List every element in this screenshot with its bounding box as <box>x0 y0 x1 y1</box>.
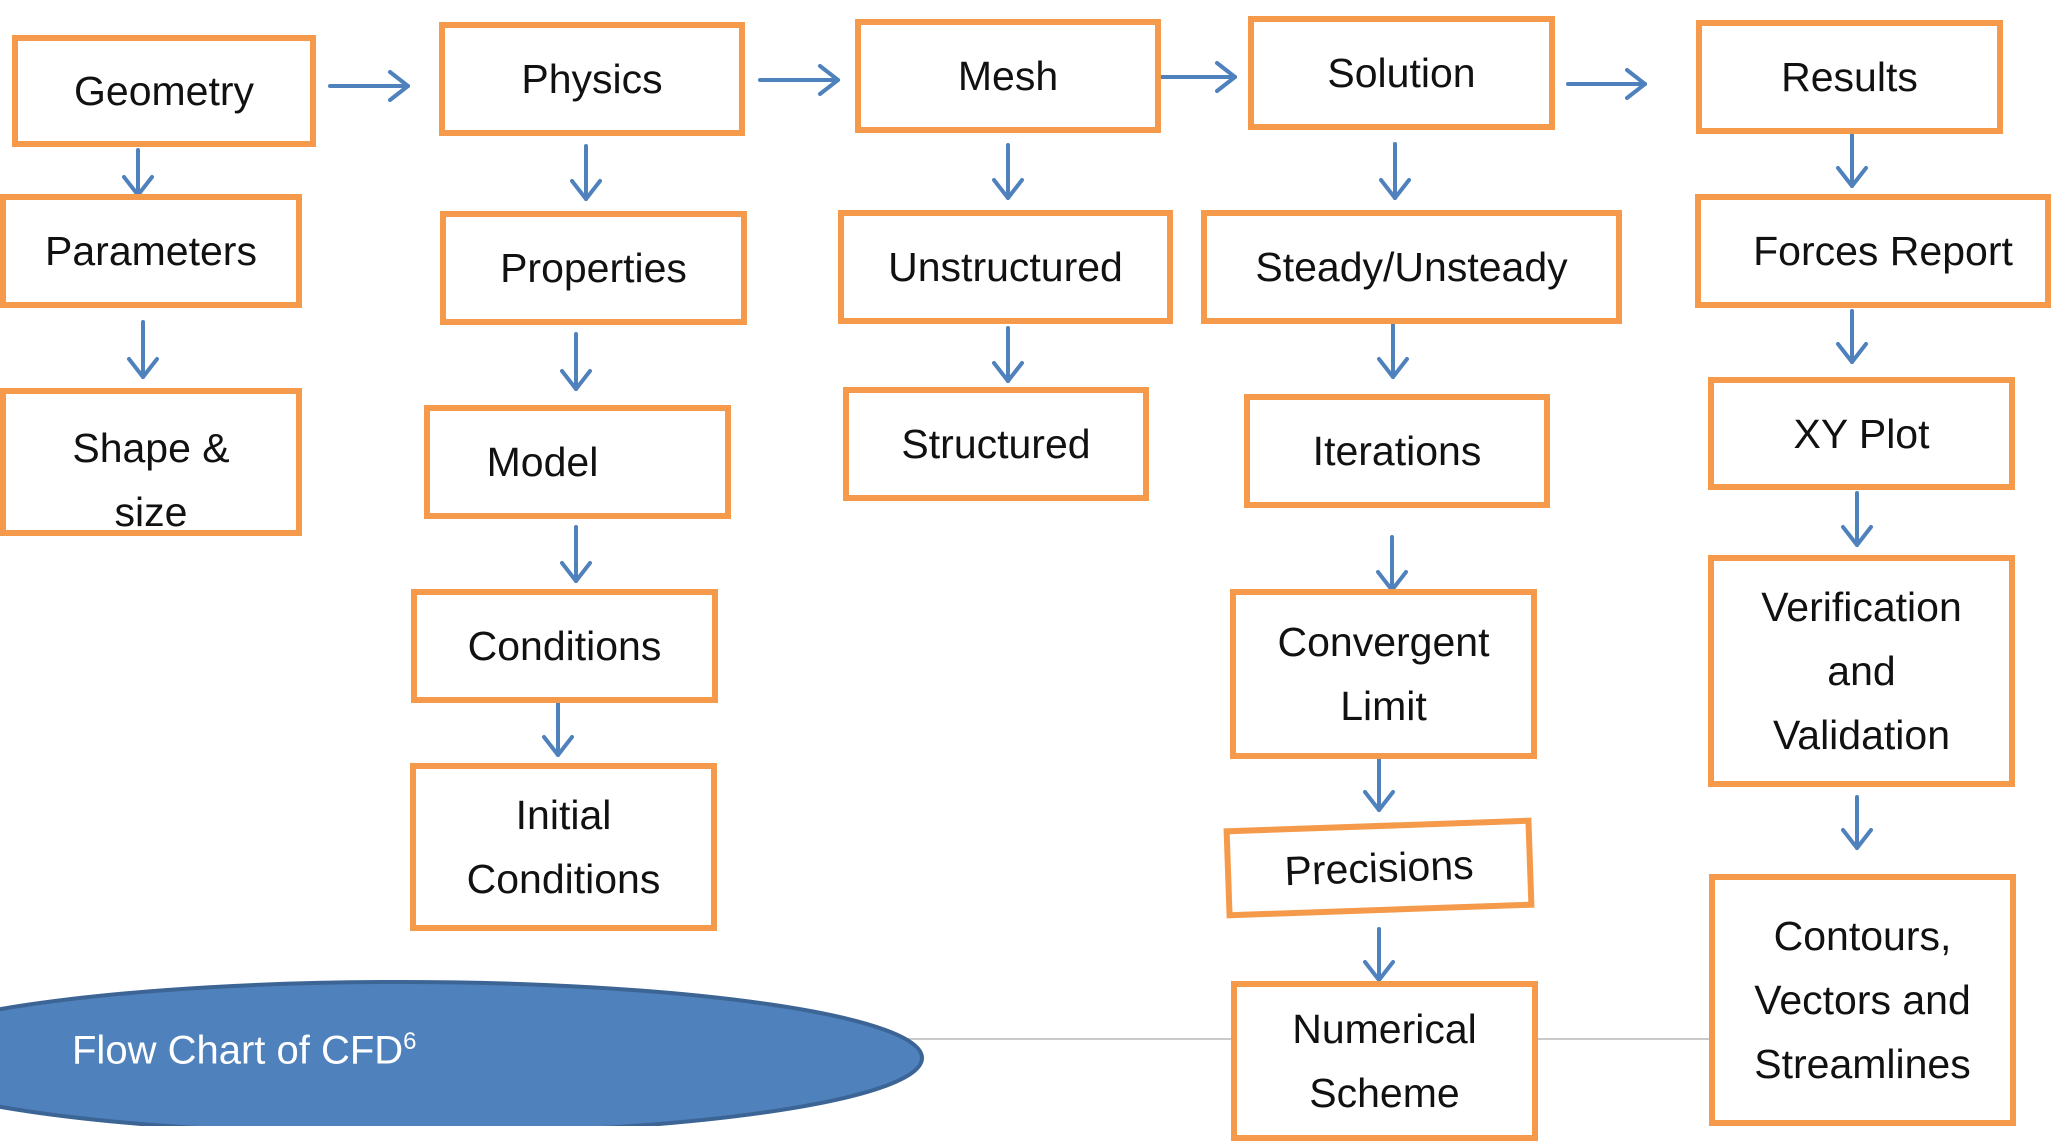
arrow-results-down-3 <box>1841 491 1873 547</box>
unstructured-box: Unstructured <box>838 210 1173 324</box>
solution-box: Solution <box>1248 16 1555 130</box>
shape-size-label: Shape & size <box>72 425 230 535</box>
arrow-solution-down-3 <box>1376 535 1408 592</box>
arrow-mesh-to-solution <box>1158 61 1237 93</box>
arrow-solution-down-1 <box>1379 142 1411 200</box>
initial-conditions-label: Initial Conditions <box>466 792 661 902</box>
physics-box: Physics <box>439 22 745 136</box>
parameters-box: Parameters <box>0 194 302 308</box>
arrow-physics-down-4 <box>542 698 574 757</box>
iterations-box: Iterations <box>1244 394 1550 508</box>
contours-vectors-streamlines-box: Contours, Vectors and Streamlines <box>1709 874 2016 1126</box>
arrow-results-down-1 <box>1836 132 1868 188</box>
arrow-physics-down-3 <box>560 525 592 583</box>
results-label: Results <box>1781 54 1918 100</box>
model-label: Model <box>486 439 599 485</box>
geometry-box: Geometry <box>12 35 316 147</box>
iterations-label: Iterations <box>1312 428 1482 474</box>
shape-size-box: Shape & size <box>0 388 302 536</box>
arrow-geometry-down-1 <box>122 148 154 197</box>
arrow-results-down-2 <box>1836 309 1868 364</box>
steady-unsteady-box: Steady/Unsteady <box>1201 210 1622 324</box>
footer-caption-text: Flow Chart of CFD <box>72 1028 404 1073</box>
arrow-physics-down-1 <box>570 144 602 201</box>
footer-caption-superscript: 6 <box>403 1028 417 1055</box>
properties-box: Properties <box>440 211 747 325</box>
structured-box: Structured <box>843 387 1149 501</box>
solution-label: Solution <box>1327 50 1476 96</box>
contours-vectors-streamlines-label: Contours, Vectors and Streamlines <box>1754 913 1971 1087</box>
arrow-geometry-down-2 <box>127 320 159 379</box>
model-box: Model <box>424 405 731 519</box>
arrow-geometry-to-physics <box>328 70 410 102</box>
precisions-box: Precisions <box>1223 817 1535 919</box>
steady-unsteady-label: Steady/Unsteady <box>1255 244 1568 290</box>
arrow-solution-down-2 <box>1377 323 1409 379</box>
results-box: Results <box>1696 20 2003 134</box>
verification-validation-label: Verification and Validation <box>1761 584 1962 758</box>
arrow-mesh-down-1 <box>992 143 1024 200</box>
physics-label: Physics <box>521 56 663 102</box>
parameters-label: Parameters <box>45 228 257 274</box>
forces-report-label: Forces Report <box>1753 228 2013 274</box>
properties-label: Properties <box>500 245 687 291</box>
convergent-limit-label: Convergent Limit <box>1277 619 1490 729</box>
footer-banner <box>0 980 924 1126</box>
arrow-results-down-4 <box>1841 795 1873 850</box>
numerical-scheme-box: Numerical Scheme <box>1231 981 1538 1141</box>
xy-plot-label: XY Plot <box>1793 410 1930 457</box>
structured-label: Structured <box>901 421 1091 467</box>
verification-validation-box: Verification and Validation <box>1708 555 2015 787</box>
unstructured-label: Unstructured <box>888 244 1123 290</box>
numerical-scheme-label: Numerical Scheme <box>1292 1006 1477 1116</box>
conditions-box: Conditions <box>411 589 718 703</box>
mesh-label: Mesh <box>957 53 1059 99</box>
convergent-limit-box: Convergent Limit <box>1230 589 1537 759</box>
precisions-label: Precisions <box>1283 841 1475 895</box>
arrow-physics-to-mesh <box>758 64 840 96</box>
arrow-solution-down-5 <box>1363 927 1395 982</box>
footer-caption: Flow Chart of CFD6 <box>72 1028 417 1073</box>
xy-plot-box: XY Plot <box>1708 377 2015 490</box>
initial-conditions-box: Initial Conditions <box>410 763 717 931</box>
conditions-label: Conditions <box>467 623 662 669</box>
arrow-physics-down-2 <box>560 332 592 391</box>
geometry-label: Geometry <box>74 68 254 114</box>
arrow-mesh-down-2 <box>992 326 1024 383</box>
arrow-solution-to-results <box>1566 68 1647 100</box>
forces-report-box: Forces Report <box>1695 194 2051 308</box>
mesh-box: Mesh <box>855 19 1161 133</box>
arrow-solution-down-4 <box>1363 757 1395 812</box>
